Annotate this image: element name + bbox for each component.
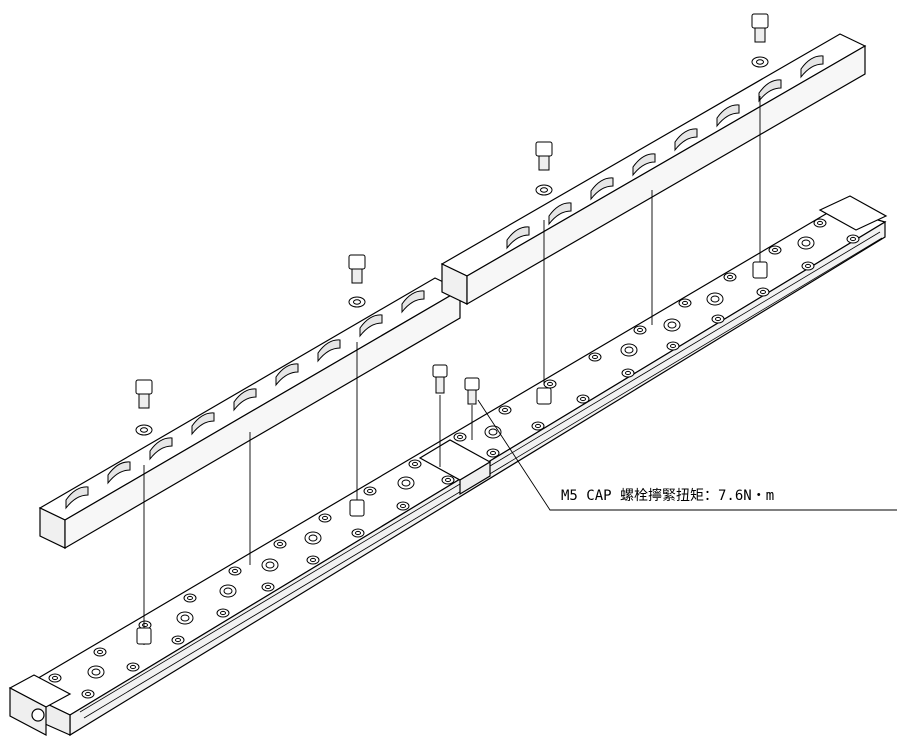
- cap-bolt-6: [464, 377, 480, 405]
- cap-bolt-5: [432, 364, 448, 394]
- cap-bolt-2: [348, 254, 366, 308]
- end-block-right: [818, 195, 888, 231]
- cap-bolt-4: [751, 13, 769, 68]
- rail-holes-row-1: [48, 218, 827, 683]
- upper-bar-left-pads: [65, 290, 425, 510]
- cap-bolt-3: [535, 141, 553, 196]
- rail-holes-row-2: [81, 234, 860, 699]
- upper-bar-right-pads: [506, 55, 824, 250]
- rail-nuts: [136, 261, 768, 645]
- torque-callout-text: M5 CAP 螺栓擰緊扭矩：7.6N・m: [561, 488, 774, 504]
- torque-callout: M5 CAP 螺栓擰緊扭矩：7.6N・m: [477, 399, 897, 511]
- assembly-guide-lines: [143, 96, 761, 645]
- cap-bolt-1: [135, 379, 153, 436]
- end-block-left: [8, 674, 72, 736]
